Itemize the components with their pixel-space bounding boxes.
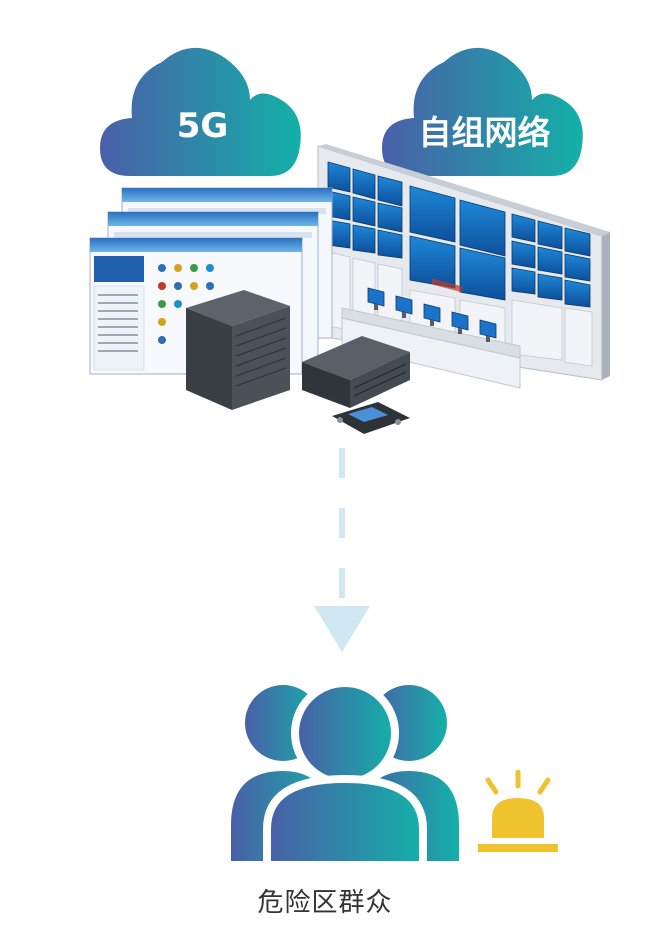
crowd-label: 危险区群众: [257, 888, 393, 918]
cloud-5g-label: 5G: [176, 106, 229, 146]
cloud-icon: [382, 47, 583, 177]
cloud-network-label: 自组网络: [418, 113, 551, 152]
cloud-5g: 5G: [100, 28, 305, 178]
control-keyboard: [332, 402, 410, 434]
alarm-light-icon: [478, 770, 558, 852]
cloud-network: 自组网络: [382, 28, 587, 178]
console-desk: [341, 287, 521, 389]
arrow-down-icon: [314, 606, 370, 652]
server-rack: [186, 290, 290, 410]
people-group-icon: [231, 679, 459, 865]
command-center-illustration: [89, 144, 610, 434]
network-device: [302, 336, 410, 408]
cloud-icon: [100, 47, 301, 177]
video-wall: [317, 144, 610, 381]
